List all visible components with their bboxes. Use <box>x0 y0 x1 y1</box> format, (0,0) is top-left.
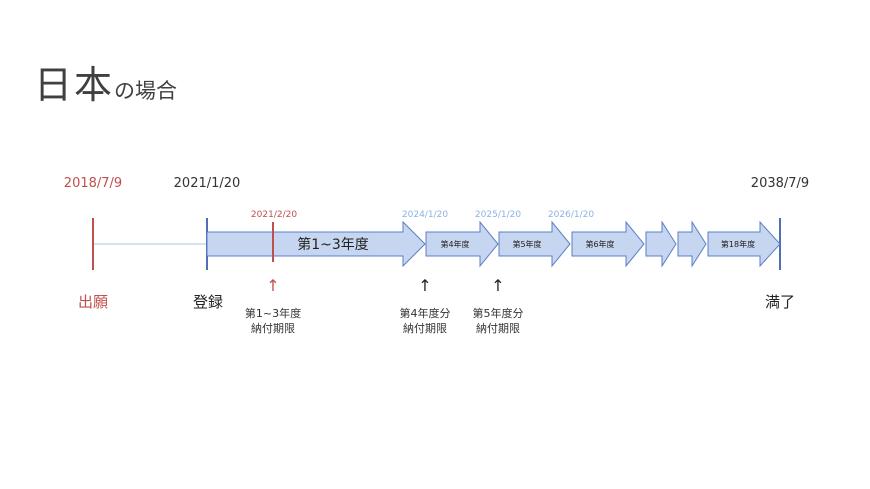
date-deadline-1: 2021/2/20 <box>251 210 297 220</box>
date-year-6: 2026/1/20 <box>548 210 594 220</box>
label-year-5: 第5年度 <box>512 239 541 249</box>
note-deadline-4-line2: 納付期限 <box>403 322 447 335</box>
label-years-1-3: 第1~3年度 <box>297 236 369 253</box>
period-arrow-years-1-3 <box>206 220 426 268</box>
period-arrow-year-4 <box>425 220 499 268</box>
up-arrow-deadline-5: ↑ <box>491 276 504 295</box>
date-year-4: 2024/1/20 <box>402 210 448 220</box>
period-arrow-continued-2 <box>677 220 707 268</box>
title-suffix: の場合 <box>114 79 178 103</box>
up-arrow-deadline-4: ↑ <box>418 276 431 295</box>
event-expiry: 満了 <box>765 293 795 311</box>
label-year-6: 第6年度 <box>585 239 614 249</box>
note-deadline-4-line1: 第4年度分 <box>400 306 451 320</box>
period-arrow-continued-1 <box>645 220 677 268</box>
event-filing: 出願 <box>78 293 108 311</box>
period-arrow-year-18 <box>707 220 781 268</box>
label-year-18: 第18年度 <box>721 239 755 249</box>
event-registration: 登録 <box>193 293 223 311</box>
date-filing: 2018/7/9 <box>64 176 122 191</box>
label-year-4: 第4年度 <box>440 239 469 249</box>
up-arrow-deadline-1: ↑ <box>266 276 279 295</box>
note-deadline-5-line1: 第5年度分 <box>473 306 524 320</box>
note-deadline-1-line2: 納付期限 <box>251 322 295 335</box>
period-arrow-year-5 <box>498 220 571 268</box>
title-main: 日本 <box>34 63 115 107</box>
date-year-5: 2025/1/20 <box>475 210 521 220</box>
note-deadline-5-line2: 納付期限 <box>476 322 520 335</box>
period-arrow-year-6 <box>571 220 645 268</box>
date-expiry: 2038/7/9 <box>751 176 809 191</box>
date-registration: 2021/1/20 <box>174 176 241 191</box>
slide-title: 日本の場合 <box>34 54 177 109</box>
note-deadline-1-line1: 第1~3年度 <box>245 306 301 320</box>
